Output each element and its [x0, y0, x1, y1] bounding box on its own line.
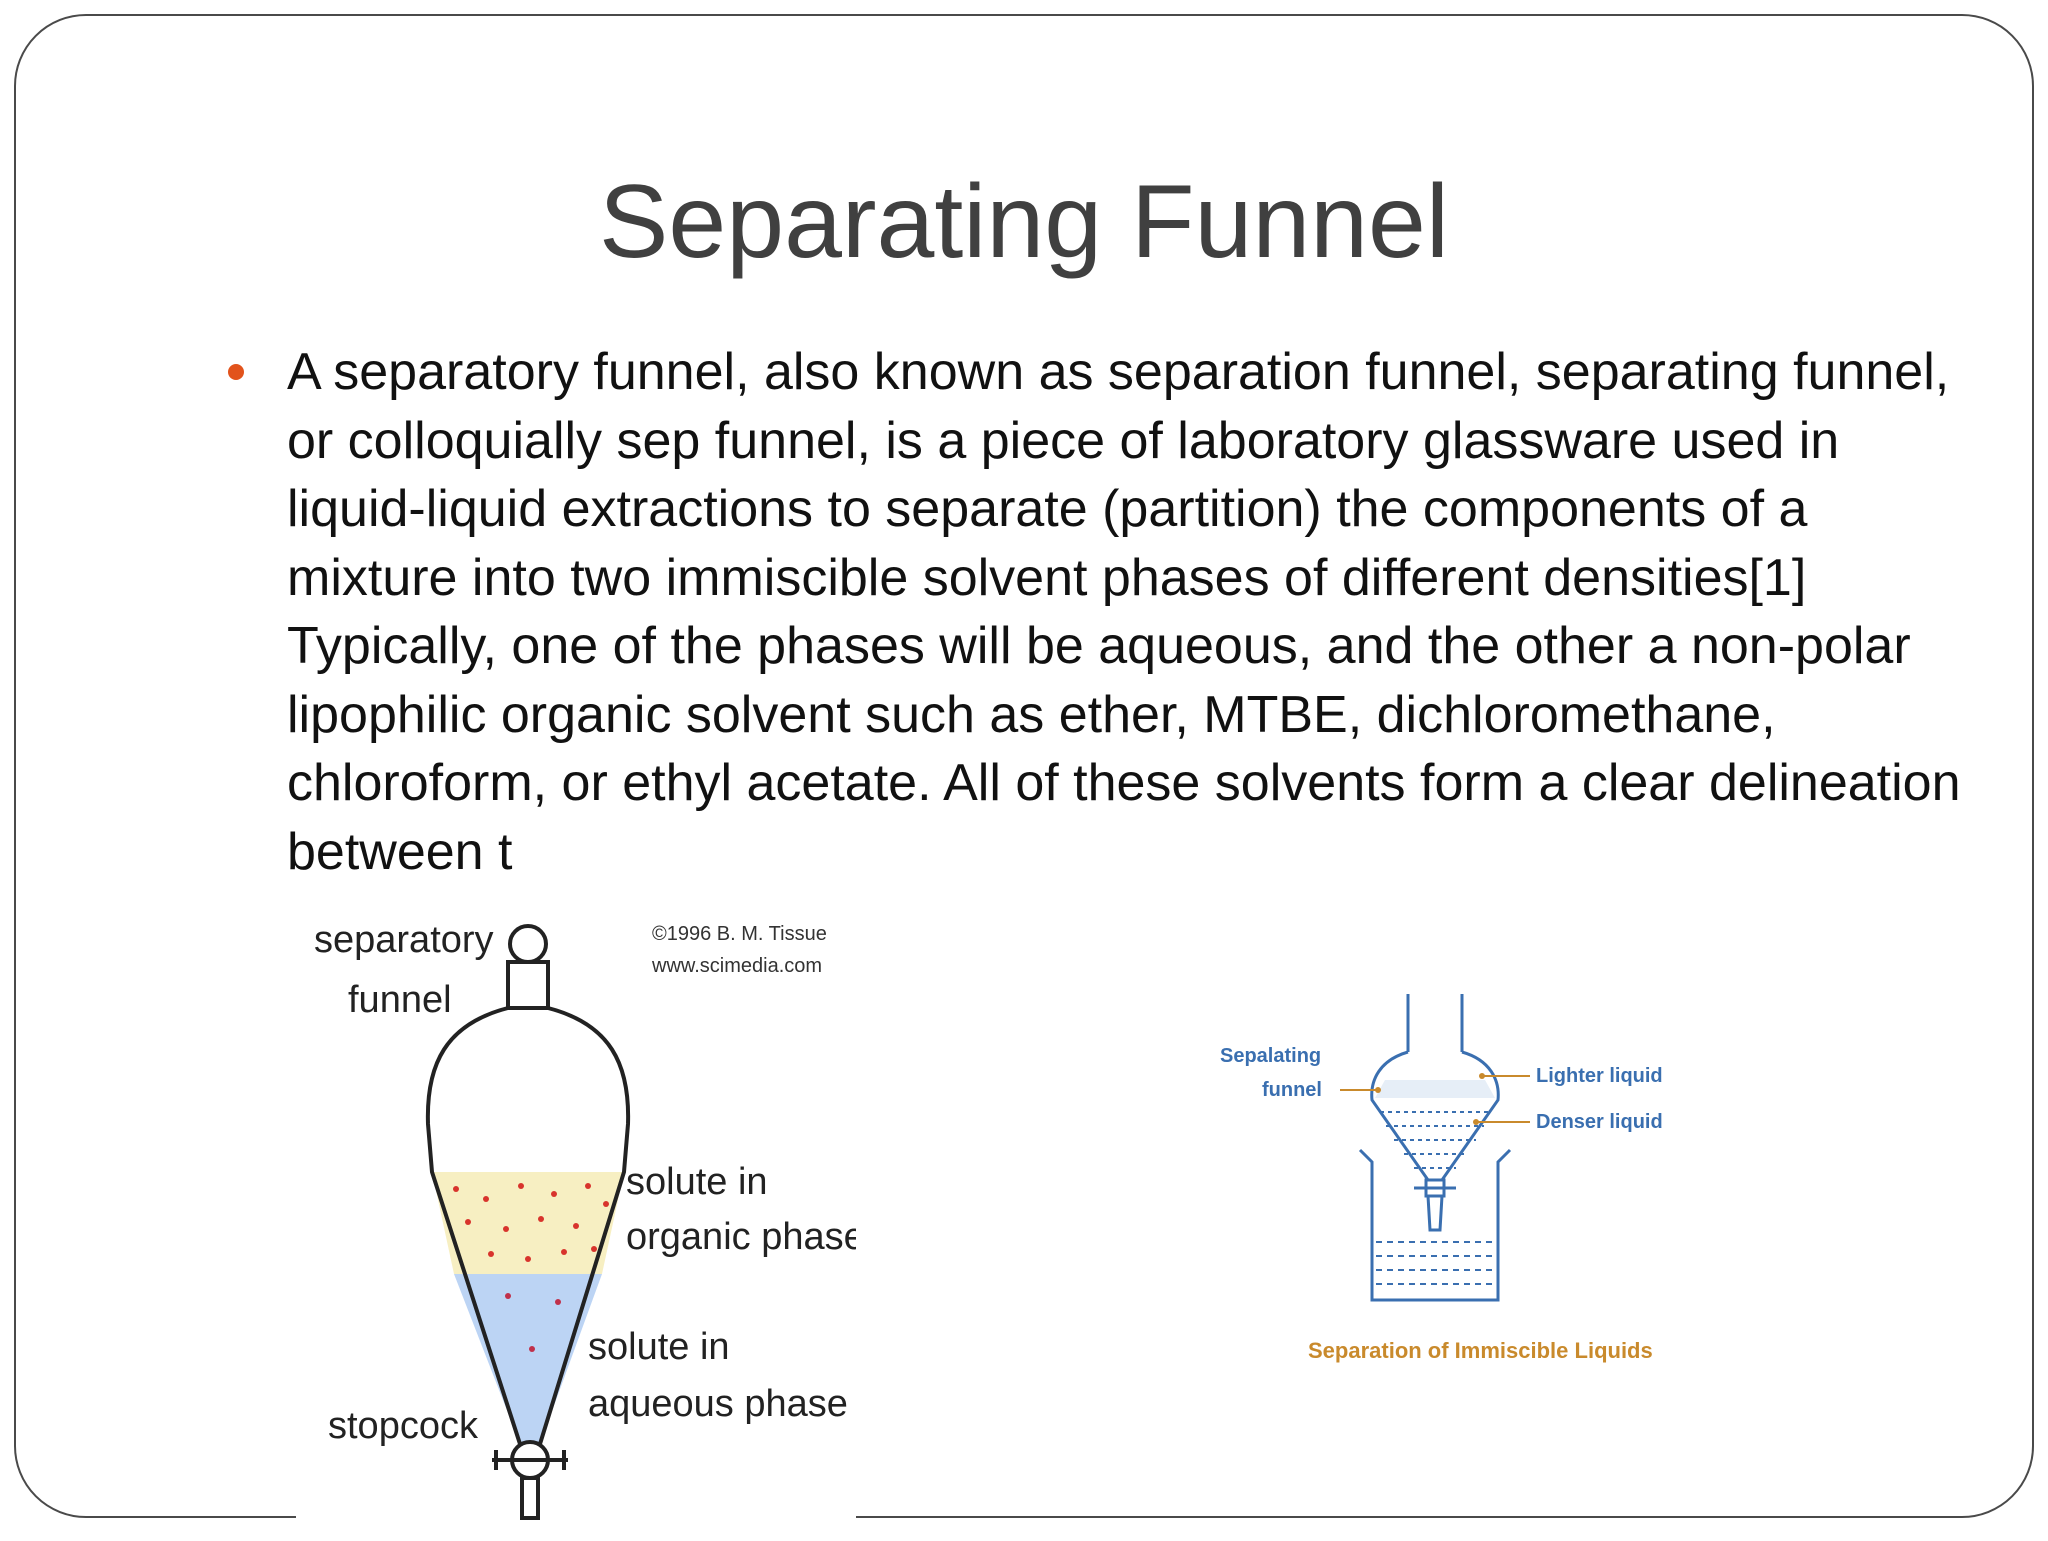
label-solute-aqueous-1: solute in — [588, 1326, 730, 1368]
separatory-funnel-diagram: separatory funnel ©1996 B. M. Tissue www… — [314, 919, 865, 1520]
bullet-dot — [228, 364, 244, 380]
label-denser-liquid: Denser liquid — [1536, 1111, 1663, 1133]
label-lighter-liquid: Lighter liquid — [1536, 1065, 1663, 1087]
funnel-stopper — [508, 924, 548, 964]
label-solute-organic-2: organic phase — [626, 1216, 856, 1258]
label-stopcock: stopcock — [328, 1405, 479, 1447]
aqueous-phase-fill — [454, 1274, 602, 1444]
funnel-neck — [506, 960, 550, 1010]
copyright-line2: www.scimedia.com — [651, 955, 822, 977]
label-funnel-right: funnel — [1262, 1079, 1322, 1101]
funnel-outline — [1370, 1050, 1500, 1182]
immiscible-liquids-diagram: Sepalating funnel Lighter liquid Denser … — [1220, 994, 1663, 1363]
lighter-liquid-fill — [1375, 1080, 1495, 1098]
beaker-liquid — [1376, 1241, 1494, 1285]
label-solute-aqueous-2: aqueous phase — [588, 1383, 848, 1425]
organic-solute-dots — [453, 1183, 609, 1262]
separatory-funnel-figure: separatory funnel ©1996 B. M. Tissue www… — [296, 904, 865, 1536]
label-funnel: funnel — [348, 979, 452, 1021]
label-solute-organic-1: solute in — [626, 1161, 768, 1203]
organic-phase-fill — [432, 1172, 624, 1274]
funnel-stem — [520, 1476, 540, 1520]
beaker-outline — [1358, 1148, 1512, 1302]
immiscible-liquids-figure: Sepalating funnel Lighter liquid Denser … — [1200, 980, 1680, 1400]
slide-body-text: A separatory funnel, also known as separ… — [287, 343, 1961, 881]
figure-caption: Separation of Immiscible Liquids — [1308, 1338, 1653, 1363]
aqueous-solute-dots — [505, 1293, 561, 1352]
label-separatory: separatory — [314, 919, 494, 961]
slide-title: Separating Funnel — [599, 164, 1449, 280]
copyright-line1: ©1996 B. M. Tissue — [652, 923, 827, 945]
label-sepalating: Sepalating — [1220, 1045, 1321, 1067]
